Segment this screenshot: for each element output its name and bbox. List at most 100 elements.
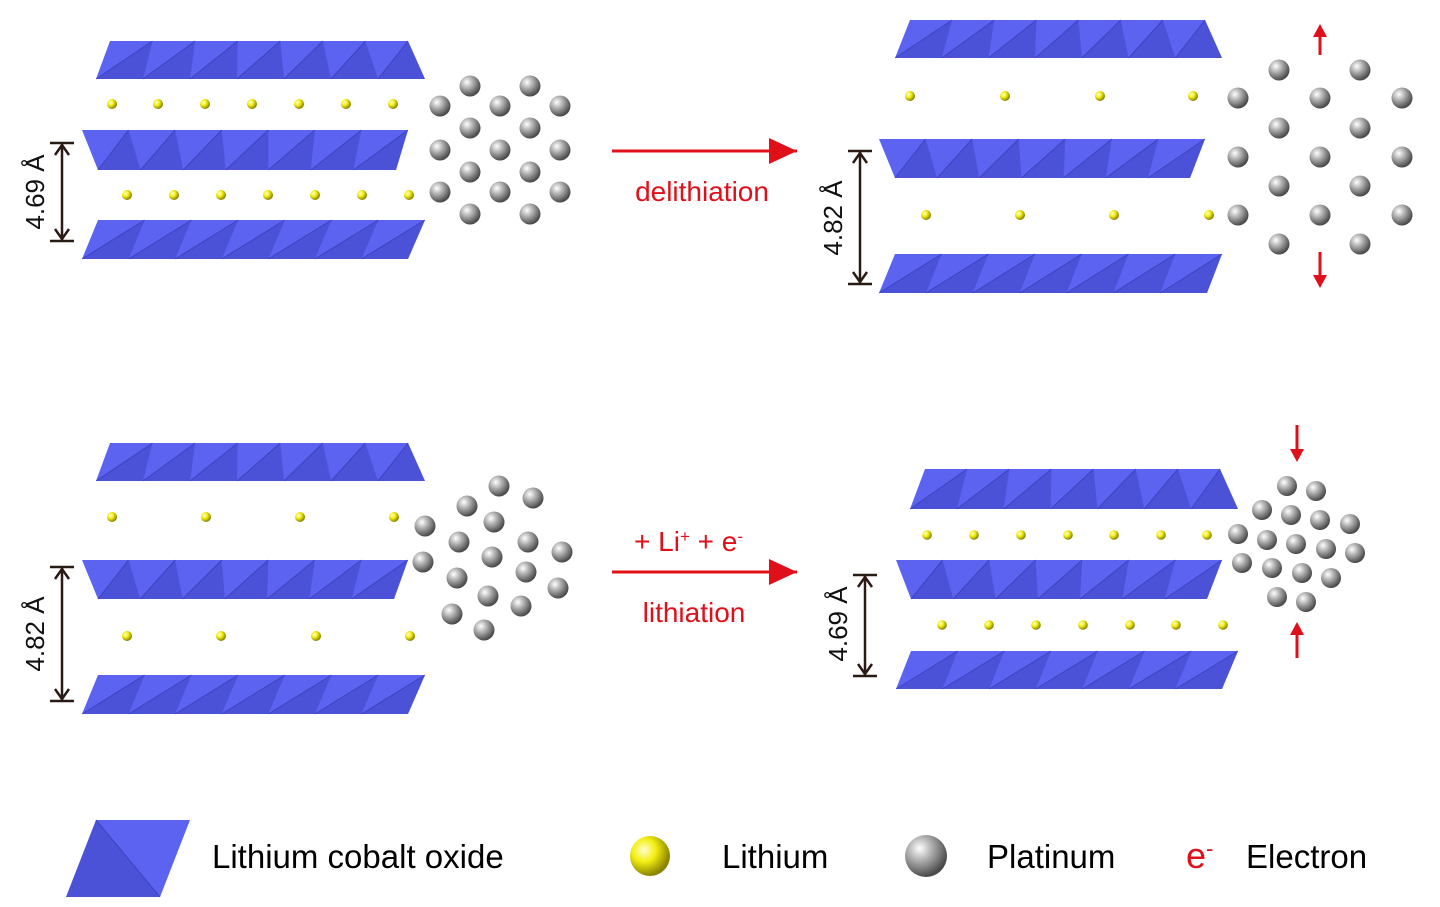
lco-triangle bbox=[911, 560, 954, 599]
lithium-atom bbox=[1015, 210, 1025, 220]
lithium-atom bbox=[263, 190, 273, 200]
dimension-arrowhead-bottom bbox=[53, 688, 71, 702]
legend-lco-label: Lithium cobalt oxide bbox=[212, 838, 504, 875]
lco-edge bbox=[224, 559, 269, 600]
platinum-atom bbox=[549, 95, 571, 117]
lithium-atom bbox=[311, 631, 321, 641]
lithiation-reactants-label: + Li+ + e- bbox=[634, 526, 743, 557]
lco-edge bbox=[941, 19, 995, 59]
platinum-atom bbox=[1268, 59, 1290, 81]
lco-edge bbox=[972, 253, 1036, 294]
dimension-arrowhead-bottom bbox=[856, 663, 874, 677]
platinum-atom bbox=[517, 531, 539, 553]
lco-edge bbox=[142, 442, 196, 482]
lco-edge bbox=[174, 674, 239, 715]
lco-layer bbox=[894, 19, 1222, 59]
lco-triangle bbox=[937, 139, 980, 178]
lco-edge bbox=[268, 219, 332, 260]
lithium-atom bbox=[1171, 620, 1181, 630]
platinum-atom bbox=[549, 139, 571, 161]
platinum-atom bbox=[446, 567, 468, 589]
lco-edge bbox=[139, 559, 176, 600]
platinum-atom bbox=[412, 551, 434, 573]
lco-edge bbox=[1097, 468, 1137, 510]
lco-layer bbox=[81, 219, 426, 260]
spacing-dimension: 4.69 Å bbox=[20, 141, 74, 243]
lithium-atom bbox=[107, 512, 117, 522]
lco-edge bbox=[1113, 253, 1176, 294]
lco-edge bbox=[310, 129, 362, 171]
lithium-atom bbox=[107, 99, 117, 109]
platinum-atom bbox=[489, 95, 511, 117]
lco-edge bbox=[952, 559, 990, 600]
lithium-atom bbox=[122, 190, 132, 200]
electron-superscript: - bbox=[1206, 836, 1213, 861]
lco-edge bbox=[236, 442, 281, 482]
lco-edge bbox=[283, 442, 324, 482]
lco-layer bbox=[95, 40, 425, 80]
legend-lco-edge bbox=[95, 819, 161, 898]
platinum-atom bbox=[1306, 481, 1326, 501]
lco-edge bbox=[314, 219, 379, 260]
lco-layers bbox=[81, 19, 1239, 715]
lco-edge bbox=[189, 442, 239, 482]
lco-edge bbox=[268, 674, 332, 715]
lco-triangle bbox=[895, 139, 938, 178]
lithium-atom bbox=[1125, 620, 1135, 630]
lco-layer bbox=[909, 468, 1238, 510]
lco-edge bbox=[330, 442, 366, 482]
lco-triangle bbox=[183, 130, 226, 170]
lithium-atom bbox=[1188, 91, 1198, 101]
expand-arrow-up-head bbox=[1313, 24, 1327, 37]
lco-edge bbox=[95, 40, 153, 80]
spacing-dimension: 4.69 Å bbox=[823, 573, 877, 678]
platinum-atom bbox=[459, 75, 481, 97]
lco-triangle bbox=[140, 560, 183, 599]
platinum-atom bbox=[1309, 146, 1331, 168]
lco-edge bbox=[895, 650, 958, 690]
lco-edge bbox=[1066, 253, 1129, 294]
spacing-dimension: 4.82 Å bbox=[818, 149, 872, 286]
lco-edge bbox=[894, 19, 953, 59]
lithium-atom bbox=[1016, 530, 1026, 540]
lco-edge bbox=[1128, 19, 1164, 59]
lco-edge bbox=[1003, 468, 1052, 510]
lco-edge bbox=[995, 559, 1037, 600]
lco-edge bbox=[1037, 559, 1083, 600]
lco-edge bbox=[942, 650, 1005, 690]
lco-edge bbox=[182, 129, 223, 171]
platinum-atom bbox=[1252, 500, 1272, 520]
lco-edge bbox=[95, 442, 153, 482]
lco-edge bbox=[1128, 650, 1192, 690]
lco-edge bbox=[1034, 19, 1079, 59]
spacing-dimension: 4.82 Å bbox=[20, 565, 74, 703]
lco-triangle bbox=[378, 443, 425, 481]
lithium-atom bbox=[341, 99, 351, 109]
platinum-atom bbox=[1345, 543, 1365, 563]
platinum-atom bbox=[547, 577, 569, 599]
platinum-atom bbox=[1268, 175, 1290, 197]
lithium-atom bbox=[216, 631, 226, 641]
lco-edge bbox=[1019, 253, 1083, 294]
dimension-arrowhead-top bbox=[53, 566, 71, 580]
lithium-atom bbox=[1204, 210, 1214, 220]
lco-triangle bbox=[1035, 20, 1082, 58]
platinum-atom bbox=[1267, 587, 1287, 607]
lco-edge bbox=[1175, 650, 1239, 690]
lithium-atom bbox=[937, 620, 947, 630]
platinum-atom bbox=[477, 585, 499, 607]
lco-edge bbox=[128, 219, 192, 260]
spacing-label: 4.82 Å bbox=[818, 180, 848, 256]
platinum-atom bbox=[1268, 117, 1290, 139]
legend-lithium-symbol bbox=[630, 836, 670, 876]
platinum-atom bbox=[459, 117, 481, 139]
lco-triangle bbox=[378, 41, 425, 79]
platinum-atom bbox=[1268, 233, 1290, 255]
platinum-atom bbox=[488, 475, 510, 497]
lco-edge bbox=[81, 674, 145, 715]
lco-edge bbox=[283, 40, 324, 80]
lco-edge bbox=[878, 253, 942, 294]
lithium-atom bbox=[169, 190, 179, 200]
lco-layer bbox=[895, 650, 1239, 690]
